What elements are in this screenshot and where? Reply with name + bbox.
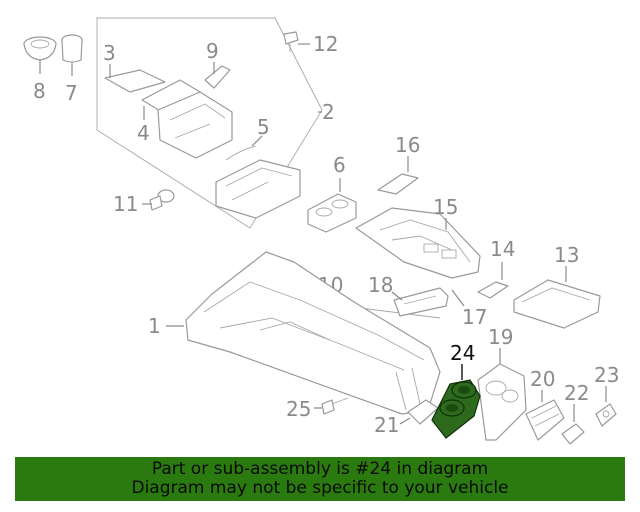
callout-13: 13 xyxy=(554,243,579,267)
callout-12: 12 xyxy=(313,32,338,56)
callout-11: 11 xyxy=(113,192,138,216)
part-5-rod xyxy=(225,145,257,161)
callout-19: 19 xyxy=(488,325,513,349)
part-3-liner xyxy=(104,69,166,93)
callout-4: 4 xyxy=(137,121,150,145)
callout-1: 1 xyxy=(148,314,161,338)
callout-20: 20 xyxy=(530,367,555,391)
part-22-cover xyxy=(561,423,585,445)
part-19-end-trim xyxy=(477,363,527,441)
callout-3: 3 xyxy=(103,41,116,65)
callout-5: 5 xyxy=(257,115,270,139)
part-13-armrest xyxy=(513,279,601,329)
callout-17: 17 xyxy=(462,305,487,329)
callout-9: 9 xyxy=(206,39,219,63)
callout-2: 2 xyxy=(322,100,335,124)
part-12-clip xyxy=(283,31,299,52)
leader-18 xyxy=(391,291,403,301)
callout-8: 8 xyxy=(33,79,46,103)
part-7-cup-sleeve xyxy=(61,34,83,63)
part-4-bin-assembly xyxy=(141,79,233,159)
part-15-trim-panel xyxy=(355,207,481,279)
callout-18: 18 xyxy=(368,273,393,297)
part-23-usb-port xyxy=(595,403,617,427)
part-11-push-clip xyxy=(149,189,175,211)
part-1-console-housing xyxy=(185,251,441,415)
part-9-bracket xyxy=(204,65,231,89)
part-20-vent xyxy=(525,399,565,441)
callout-15: 15 xyxy=(433,195,458,219)
part-16-pad xyxy=(377,173,419,195)
part-8-cup-insert xyxy=(23,36,57,61)
callout-6: 6 xyxy=(333,153,346,177)
part-24-cup-holder-highlighted[interactable] xyxy=(431,379,481,439)
leader-17 xyxy=(451,289,465,307)
callout-21: 21 xyxy=(374,413,399,437)
banner-line-1: Part or sub-assembly is #24 in diagram xyxy=(151,459,489,479)
callout-23: 23 xyxy=(594,363,619,387)
part-18-bracket xyxy=(393,287,449,317)
leader-21 xyxy=(399,417,411,425)
part-25-screw xyxy=(321,397,349,415)
banner-line-2: Diagram may not be specific to your vehi… xyxy=(131,478,509,498)
callout-16: 16 xyxy=(395,133,420,157)
callout-25: 25 xyxy=(286,397,311,421)
callout-7: 7 xyxy=(65,81,78,105)
info-banner: Part or sub-assembly is #24 in diagram D… xyxy=(15,457,625,501)
callout-22: 22 xyxy=(564,381,589,405)
part-14-switch xyxy=(477,281,509,299)
part-2-tray xyxy=(215,159,301,219)
part-6-cup-holder xyxy=(307,193,357,233)
leader-5 xyxy=(251,135,263,147)
callout-14: 14 xyxy=(490,237,515,261)
callout-24: 24 xyxy=(450,341,475,365)
